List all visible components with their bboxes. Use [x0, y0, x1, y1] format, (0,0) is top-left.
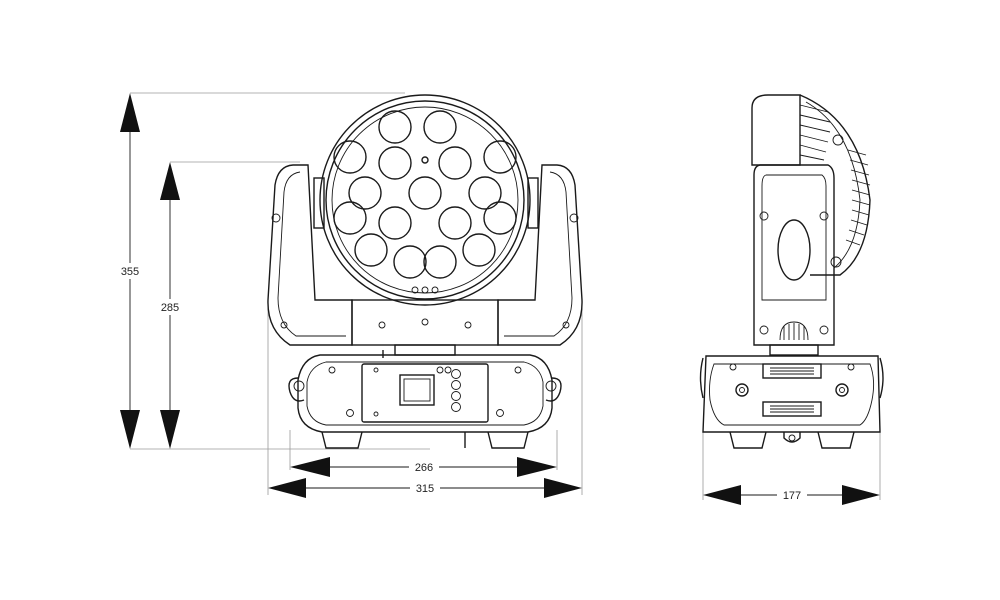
dimension-label-266: 266 [415, 462, 433, 474]
dimension-label-285: 285 [161, 302, 179, 314]
control-panel [361, 363, 489, 423]
led-lens [378, 206, 412, 240]
head-ring [319, 94, 531, 306]
head-indicators [411, 286, 439, 294]
dimension-width-total: 315 [268, 478, 582, 498]
menu-button [451, 369, 461, 379]
enter-button [451, 402, 461, 412]
led-lens [438, 206, 472, 240]
dimension-label-177: 177 [783, 490, 801, 502]
yoke-plate [351, 299, 499, 358]
down-button [451, 391, 461, 401]
head-bracket-left [313, 177, 325, 229]
led-lens [468, 176, 502, 210]
side-view [699, 94, 884, 449]
led-lens [438, 146, 472, 180]
led-lens [333, 201, 367, 235]
dimension-width-base: 266 [290, 457, 557, 477]
lcd-display [399, 374, 435, 406]
tilt-axis-cover [777, 219, 811, 281]
indicator-led [444, 366, 452, 374]
dimension-depth: 177 [703, 485, 880, 505]
led-lens [333, 140, 367, 174]
yoke-left-arm [267, 164, 353, 346]
base [288, 354, 562, 449]
indicator-led [436, 366, 444, 374]
led-array [333, 110, 517, 279]
led-lens [423, 245, 457, 279]
dimension-label-315: 315 [416, 483, 434, 495]
head-bracket-right [527, 177, 539, 229]
vent-slot-top [762, 363, 822, 379]
extension-lines [130, 92, 881, 500]
up-button [451, 380, 461, 390]
yoke-right-arm [497, 164, 583, 346]
side-yoke-arm [753, 164, 835, 356]
led-lens [348, 176, 382, 210]
led-lens [354, 233, 388, 267]
side-head [751, 94, 871, 276]
led-lens [378, 146, 412, 180]
dimension-height-total: 355 [116, 93, 144, 449]
led-lens [462, 233, 496, 267]
led-lens [483, 140, 517, 174]
vent-slot-bottom [762, 401, 822, 417]
led-lens [483, 201, 517, 235]
side-base [699, 355, 884, 449]
dimension-height-arms: 285 [156, 162, 184, 449]
led-lens [393, 245, 427, 279]
led-lens [408, 176, 442, 210]
led-lens [378, 110, 412, 144]
front-view [267, 94, 583, 449]
led-lens [423, 110, 457, 144]
led-center-screw [421, 156, 429, 164]
dimension-label-355: 355 [121, 266, 139, 278]
